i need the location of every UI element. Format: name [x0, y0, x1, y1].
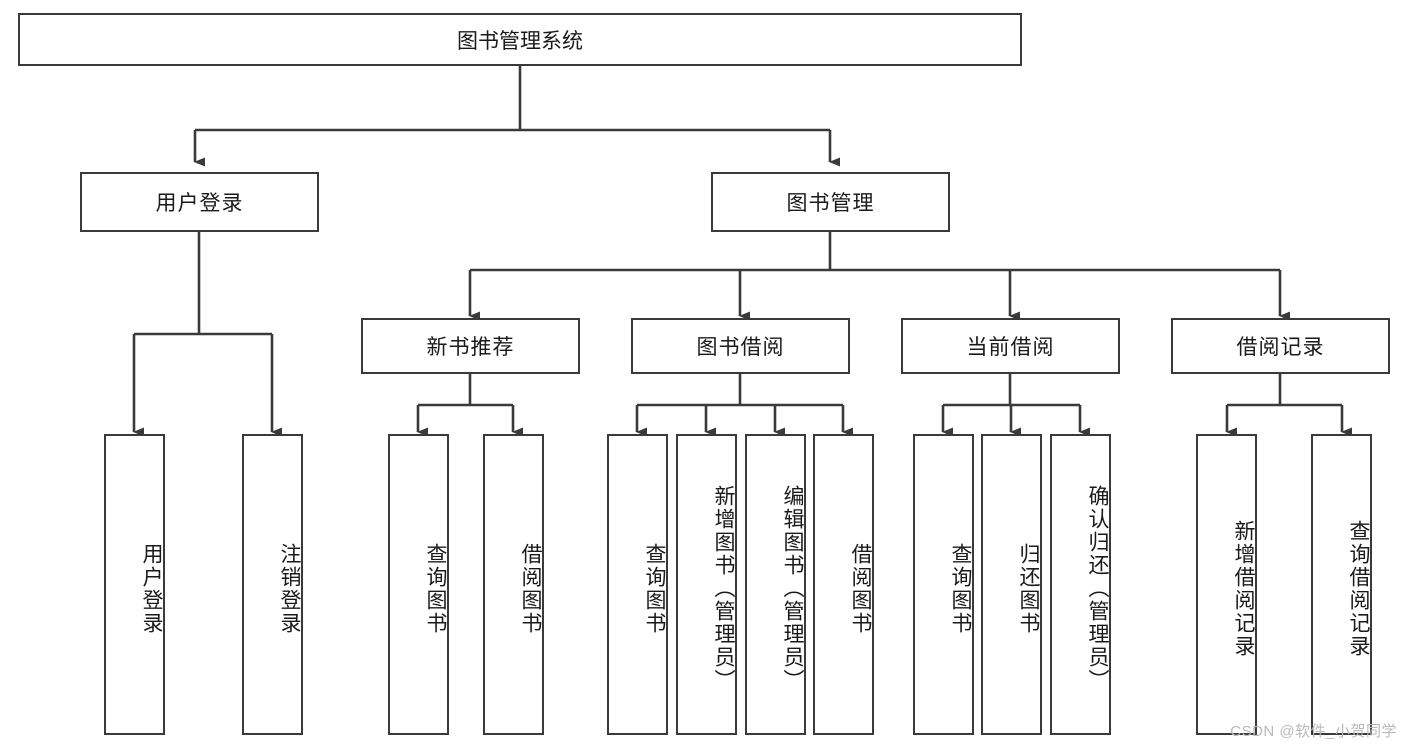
- node-book-management[interactable]: 图书管理: [711, 172, 950, 232]
- leaf-return-book-label: 归还图书: [1017, 542, 1040, 635]
- leaf-return-book[interactable]: 归还图书: [981, 434, 1042, 735]
- node-user-login-label: 用户登录: [155, 192, 244, 215]
- leaf-confirm-return-admin[interactable]: 确认归还（管理员）: [1050, 434, 1111, 735]
- node-book-management-label: 图书管理: [786, 192, 875, 215]
- leaf-borrow-book-recommend-label: 借阅图书: [519, 542, 542, 635]
- leaf-query-borrow-record[interactable]: 查询借阅记录: [1311, 434, 1372, 735]
- node-borrow-record-label: 借阅记录: [1236, 336, 1325, 359]
- node-borrow-record[interactable]: 借阅记录: [1171, 318, 1390, 374]
- leaf-query-book[interactable]: 查询图书: [607, 434, 668, 735]
- leaf-add-borrow-record[interactable]: 新增借阅记录: [1196, 434, 1257, 735]
- node-user-login[interactable]: 用户登录: [80, 172, 319, 232]
- leaf-edit-book-admin[interactable]: 编辑图书（管理员）: [745, 434, 806, 735]
- leaf-edit-book-admin-label: 编辑图书（管理员）: [781, 485, 804, 692]
- node-root-label: 图书管理系统: [457, 29, 583, 53]
- leaf-borrow-book-recommend[interactable]: 借阅图书: [483, 434, 544, 735]
- leaf-confirm-return-admin-label: 确认归还（管理员）: [1086, 485, 1109, 692]
- leaf-query-book-recommend-label: 查询图书: [424, 542, 447, 635]
- leaf-add-book-admin[interactable]: 新增图书（管理员）: [676, 434, 737, 735]
- node-new-book-recommend-label: 新书推荐: [426, 336, 515, 359]
- leaf-borrow-book[interactable]: 借阅图书: [813, 434, 874, 735]
- leaf-query-book-current-label: 查询图书: [949, 542, 972, 635]
- node-current-borrow-label: 当前借阅: [966, 336, 1055, 359]
- leaf-add-borrow-record-label: 新增借阅记录: [1232, 519, 1255, 658]
- node-current-borrow[interactable]: 当前借阅: [901, 318, 1120, 374]
- node-new-book-recommend[interactable]: 新书推荐: [361, 318, 580, 374]
- leaf-logout[interactable]: 注销登录: [242, 434, 303, 735]
- leaf-add-book-admin-label: 新增图书（管理员）: [712, 485, 735, 692]
- leaf-query-book-recommend[interactable]: 查询图书: [388, 434, 449, 735]
- leaf-query-book-current[interactable]: 查询图书: [913, 434, 974, 735]
- node-book-borrow[interactable]: 图书借阅: [631, 318, 850, 374]
- leaf-logout-label: 注销登录: [278, 542, 301, 635]
- csdn-watermark: CSDN @软件_小贺同学: [1230, 723, 1397, 740]
- leaf-user-login[interactable]: 用户登录: [104, 434, 165, 735]
- leaf-borrow-book-label: 借阅图书: [849, 542, 872, 635]
- leaf-user-login-label: 用户登录: [140, 542, 163, 635]
- leaf-query-book-label: 查询图书: [643, 542, 666, 635]
- node-root[interactable]: 图书管理系统: [18, 13, 1022, 66]
- node-book-borrow-label: 图书借阅: [696, 336, 785, 359]
- leaf-query-borrow-record-label: 查询借阅记录: [1347, 519, 1370, 658]
